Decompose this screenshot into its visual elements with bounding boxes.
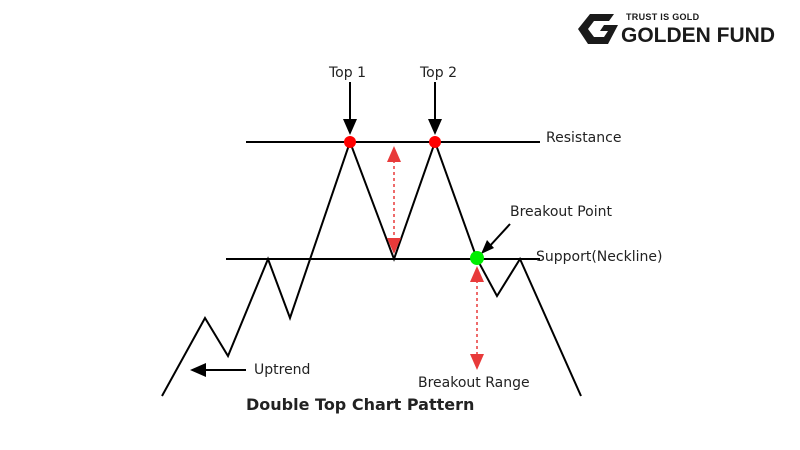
top1-label: Top 1 (328, 65, 366, 81)
brand-tagline: TRUST IS GOLD (626, 12, 700, 22)
breakout-point-pointer (487, 223, 511, 249)
top2-label: Top 2 (419, 65, 457, 81)
price-path (161, 139, 582, 397)
uptrend-label: Uptrend (254, 362, 310, 378)
top2-marker (429, 136, 441, 148)
golden-fund-logo-icon (578, 14, 618, 44)
breakout-point-arrowhead (481, 240, 494, 254)
brand-logo: TRUST IS GOLD GOLDEN FUND (578, 12, 775, 47)
uptrend-arrowhead (190, 363, 206, 377)
pattern-height-arrow-down (387, 238, 401, 254)
top2-arrowhead (428, 119, 442, 135)
breakout-range-arrow-down (470, 354, 484, 370)
breakout-range-arrow-up (470, 266, 484, 282)
top1-arrowhead (343, 119, 357, 135)
top1-marker (344, 136, 356, 148)
breakout-range-label: Breakout Range (418, 375, 530, 391)
breakout-point-label: Breakout Point (510, 204, 613, 220)
support-label: Support(Neckline) (536, 249, 662, 265)
breakout-point-marker (470, 251, 484, 265)
brand-name: GOLDEN FUND (621, 24, 775, 47)
resistance-label: Resistance (546, 130, 621, 146)
pattern-height-arrow-up (387, 146, 401, 162)
diagram-caption: Double Top Chart Pattern (246, 395, 474, 414)
